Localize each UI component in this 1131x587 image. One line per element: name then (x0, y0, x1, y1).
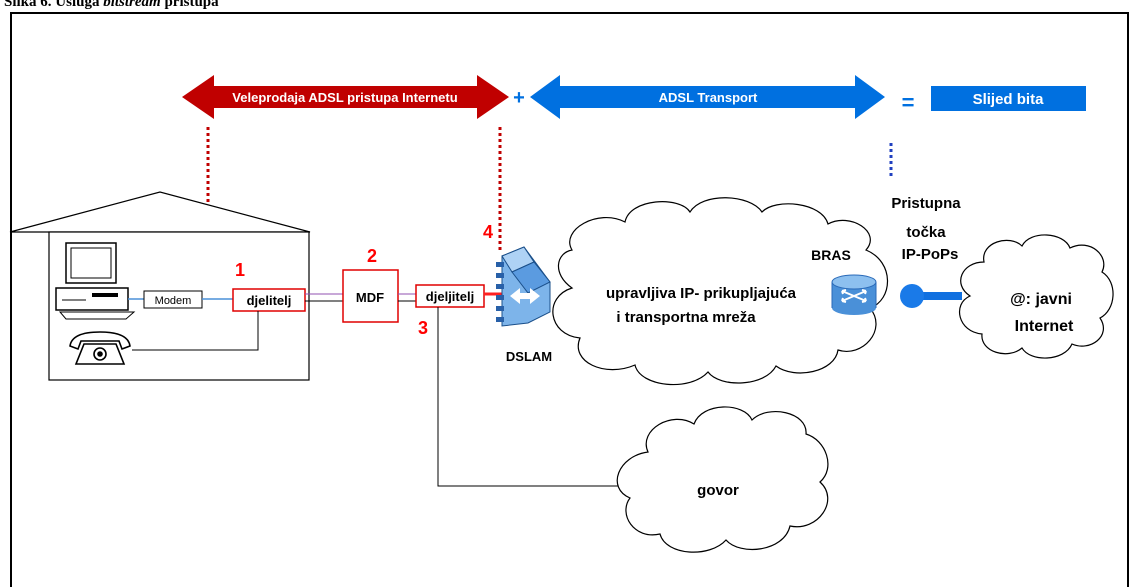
point-label-2: 2 (367, 246, 377, 266)
plus-sign: + (513, 87, 525, 109)
result-box (931, 86, 1086, 111)
bras-label: BRAS (811, 247, 851, 263)
exchange-splitter-box (415, 284, 485, 308)
dslam-icon (496, 246, 551, 327)
phone-line (132, 311, 259, 351)
result-label: Slijed bita (973, 91, 1045, 108)
pop-label-line1: Pristupna (891, 195, 961, 212)
telephone-icon (69, 331, 131, 365)
dslam-label: DSLAM (506, 349, 552, 364)
wholesale-label: Veleprodaja ADSL pristupa Internetu (232, 90, 457, 105)
wholesale-arrow (182, 75, 509, 119)
diagram-frame (10, 12, 1129, 587)
house (9, 191, 311, 381)
house-roof (9, 191, 311, 233)
pop-label-line3: IP-PoPs (902, 246, 959, 263)
mdf-label: MDF (356, 290, 384, 305)
bras-router-icon (831, 274, 877, 315)
point-label-1: 1 (235, 260, 245, 280)
pop-node (900, 284, 924, 308)
internet-label-line2: Internet (1015, 318, 1074, 335)
caption-italic: bitstream (103, 0, 161, 10)
mdf-box (342, 269, 399, 323)
internet-cloud (959, 234, 1114, 359)
caption-suffix: pristupa (160, 0, 219, 10)
figure-caption: Slika 6. Usluga bitstream pristupa (4, 0, 219, 11)
ip-cloud-label-line2: i transportna mreža (616, 309, 756, 326)
voice-line (437, 307, 636, 487)
modem-label: Modem (155, 295, 192, 307)
point-label-4: 4 (483, 222, 493, 242)
house-splitter-box (232, 288, 306, 312)
voice-cloud (616, 406, 829, 553)
transport-arrow (530, 75, 885, 119)
ip-network-cloud (552, 197, 889, 386)
house-splitter-label: djelitelj (247, 293, 292, 308)
caption-prefix: Slika 6. Usluga (4, 0, 104, 10)
pop-label-line2: točka (906, 224, 946, 241)
equals-sign: = (902, 90, 915, 115)
ip-cloud-label-line1: upravljiva IP- prikupljajuća (606, 285, 797, 302)
voice-label: govor (697, 482, 739, 499)
exchange-splitter-label: djeljitelj (426, 289, 474, 304)
transport-label: ADSL Transport (659, 90, 758, 105)
internet-label-line1: @: javni (1010, 291, 1072, 308)
point-label-3: 3 (418, 318, 428, 338)
